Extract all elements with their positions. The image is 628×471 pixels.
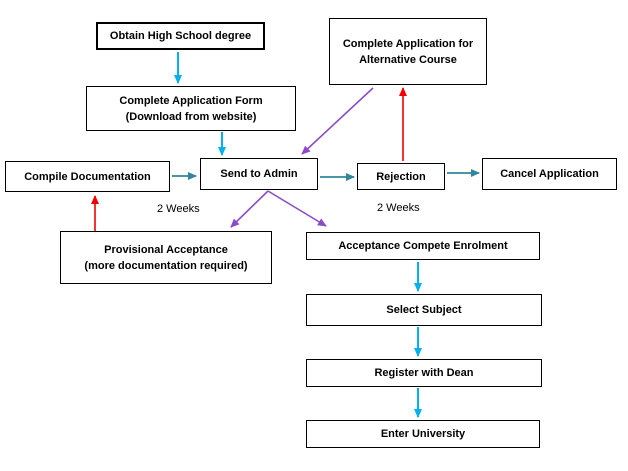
node-application-form-label: (Download from website) — [125, 110, 257, 123]
node-register-with-dean: Register with Dean — [306, 359, 542, 387]
node-application-form: Complete Application Form (Download from … — [86, 86, 296, 131]
node-compile-documentation-label: Compile Documentation — [24, 170, 151, 183]
node-select-subject: Select Subject — [306, 294, 542, 326]
node-compile-documentation: Compile Documentation — [5, 161, 170, 192]
node-rejection: Rejection — [357, 163, 445, 190]
node-provisional-acceptance-label: (more documentation required) — [84, 259, 248, 272]
node-provisional-acceptance: Provisional Acceptance (more documentatio… — [60, 231, 272, 284]
edge-label-2-weeks-1: 2 Weeks — [157, 203, 200, 215]
node-obtain-degree-label: Obtain High School degree — [109, 30, 252, 42]
node-alternative-course-label: Complete Application for — [342, 37, 474, 50]
node-obtain-degree: Obtain High School degree — [96, 22, 265, 50]
node-enter-university: Enter University — [306, 420, 540, 448]
arrow-send-to-admin-to-acceptance-enrolment — [267, 190, 327, 227]
node-enter-university-label: Enter University — [380, 428, 466, 440]
node-application-form-label: Complete Application Form — [119, 94, 263, 107]
node-send-to-admin-label: Send to Admin — [220, 168, 298, 180]
node-alternative-course-label: Alternative Course — [359, 53, 457, 66]
node-select-subject-label: Select Subject — [386, 304, 462, 316]
node-acceptance-enrolment-label: Acceptance Compete Enrolment — [338, 240, 508, 252]
node-send-to-admin: Send to Admin — [200, 158, 318, 190]
node-cancel-application: Cancel Application — [482, 158, 617, 190]
node-cancel-application-label: Cancel Application — [500, 168, 599, 180]
node-register-with-dean-label: Register with Dean — [374, 367, 474, 379]
node-acceptance-enrolment: Acceptance Compete Enrolment — [306, 232, 540, 260]
arrow-send-to-admin-to-provisional-acceptance — [230, 190, 269, 228]
node-rejection-label: Rejection — [376, 170, 426, 183]
arrow-alternative-course-to-send-to-admin — [301, 87, 374, 155]
edge-label-2-weeks-2: 2 Weeks — [377, 202, 420, 214]
node-provisional-acceptance-label: Provisional Acceptance — [104, 243, 228, 256]
